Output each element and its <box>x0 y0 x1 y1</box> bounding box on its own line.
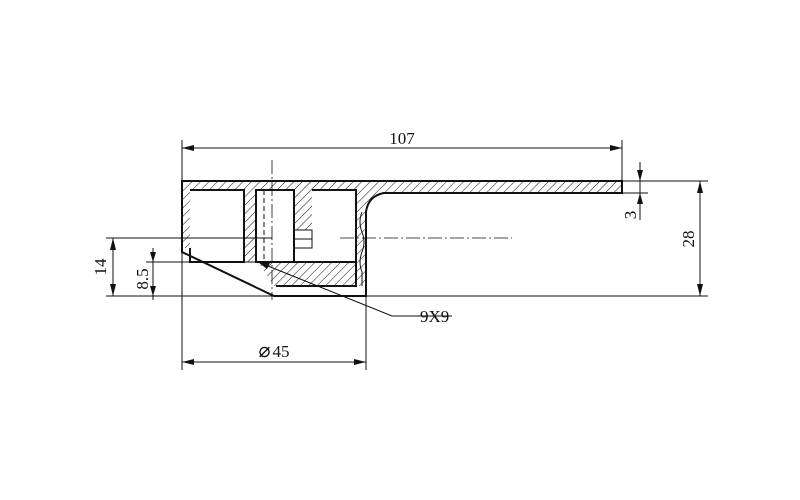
diameter-value: 45 <box>273 342 290 361</box>
callout-9x9-label: 9X9 <box>420 307 449 326</box>
dimension-14: 14 <box>91 237 274 297</box>
dim-107-label: 107 <box>389 129 415 148</box>
dimension-diameter-45: ⌀45 <box>181 252 367 370</box>
post-hatch <box>244 190 256 262</box>
right-pocket <box>276 189 357 287</box>
dim-14-label: 14 <box>91 258 110 276</box>
dim-diameter-label: ⌀45 <box>258 340 289 362</box>
centerlines <box>271 160 512 300</box>
outer-contour <box>181 180 623 297</box>
dimension-8-5: 8.5 <box>133 248 260 300</box>
post-hatch-right <box>294 190 312 230</box>
dimension-3: 3 <box>621 162 648 220</box>
part-section <box>181 180 623 297</box>
callout-9x9: 9X9 <box>257 261 452 326</box>
left-wall-hatch <box>182 190 190 248</box>
dim-3-label: 3 <box>621 211 640 220</box>
left-pocket <box>189 189 245 263</box>
bottom-hatch <box>258 262 356 286</box>
diameter-symbol: ⌀ <box>258 340 270 362</box>
flange-hatch <box>182 181 622 212</box>
center-slot <box>255 189 295 263</box>
dim-28-label: 28 <box>679 231 698 248</box>
dimension-107: 107 <box>181 129 623 181</box>
dimension-28: 28 <box>366 180 708 297</box>
break-line <box>359 211 365 286</box>
right-wall-hatch <box>356 190 366 286</box>
dim-8-5-label: 8.5 <box>133 268 152 289</box>
